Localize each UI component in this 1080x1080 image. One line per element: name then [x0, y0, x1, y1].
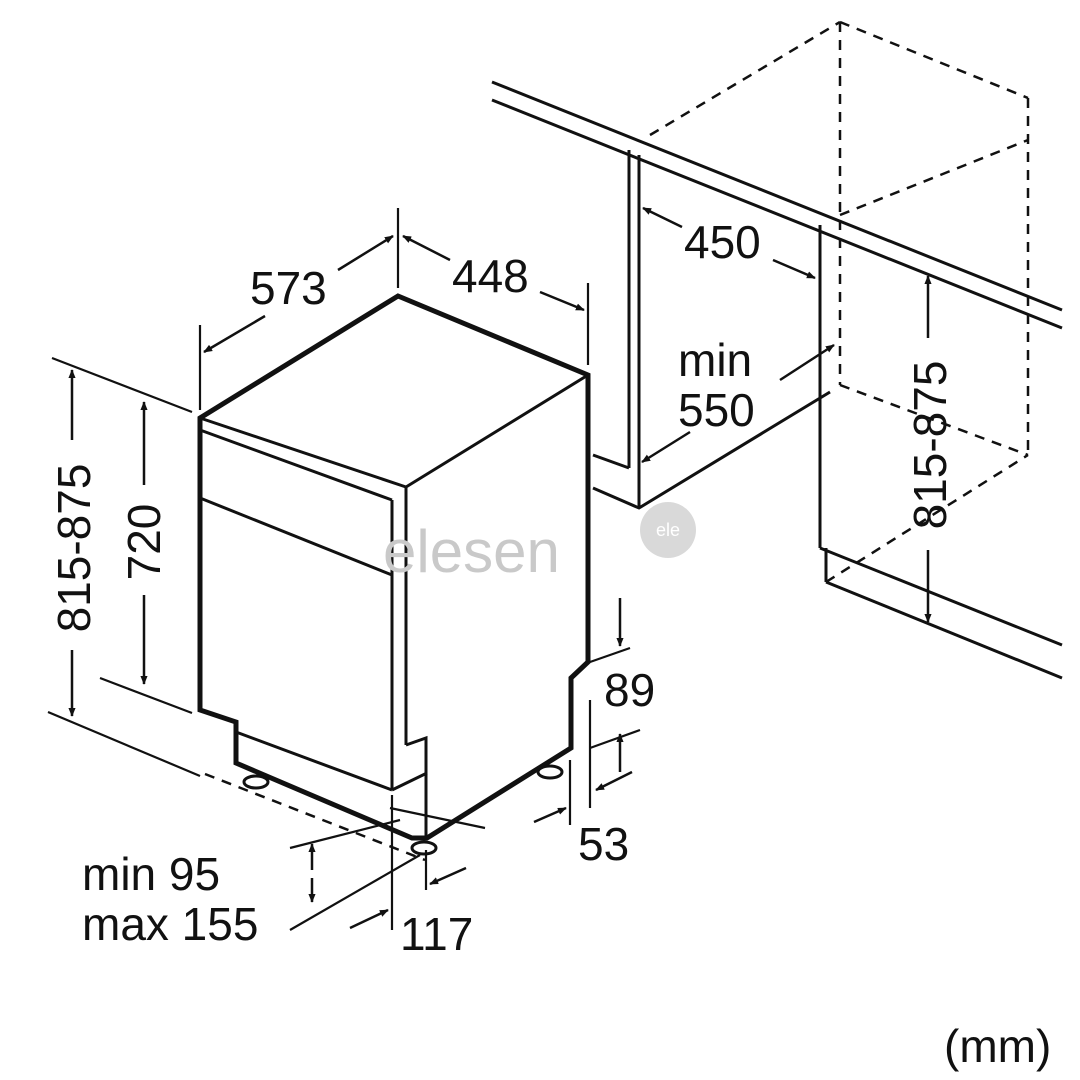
- label-plinth-min: min 95: [82, 848, 220, 900]
- watermark-text: elesen: [383, 518, 560, 585]
- watermark-badge-icon: [640, 502, 696, 558]
- label-min-depth-line2: 550: [678, 384, 755, 436]
- label-min-depth-line1: min: [678, 334, 752, 386]
- label-niche-height: 815-875: [904, 361, 956, 530]
- label-total-height: 815-875: [48, 464, 100, 633]
- extension-lines: [47, 208, 641, 931]
- label-toe-height: 89: [604, 664, 655, 716]
- cabinet-hidden-edges: [649, 20, 1030, 584]
- watermark: elesen ele: [383, 502, 696, 585]
- label-width: 448: [452, 250, 529, 302]
- cabinet-niche: [491, 80, 1063, 680]
- label-foot-offset: 117: [400, 908, 473, 960]
- label-width-depth: 573: [250, 262, 327, 314]
- label-recess-depth: 450: [684, 216, 761, 268]
- label-units: (mm): [944, 1020, 1051, 1072]
- dimension-arrows: [68, 206, 932, 930]
- label-plinth-max: max 155: [82, 898, 258, 950]
- label-body-height: 720: [118, 504, 170, 581]
- label-toe-depth: 53: [578, 818, 629, 870]
- watermark-badge-text: ele: [656, 520, 680, 540]
- dishwasher-body: [197, 293, 591, 856]
- floor-dashed-line: [204, 772, 426, 862]
